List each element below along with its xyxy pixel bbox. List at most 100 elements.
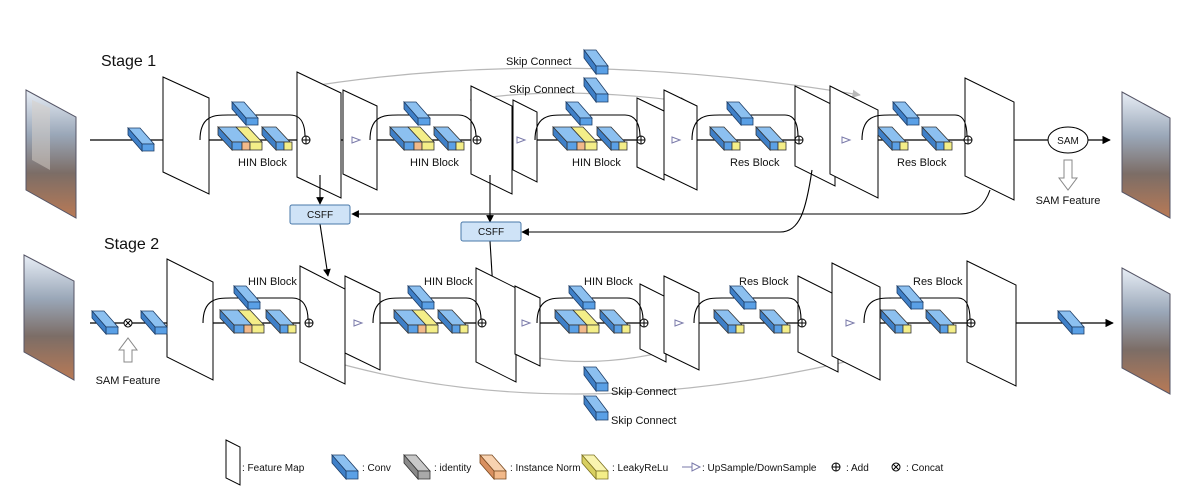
updown-arrow-icon [353, 319, 364, 327]
feature-map [829, 85, 879, 199]
hin-stack [393, 308, 469, 335]
stage-1-feature-maps [162, 71, 1015, 201]
skip-connection-s1-outer [299, 67, 861, 98]
sam-label: SAM [1057, 136, 1079, 147]
conv-icon [91, 309, 119, 336]
hin-block-label: HIN Block [572, 157, 621, 169]
hin-block-label: HIN Block [584, 276, 633, 288]
feature-map [797, 275, 839, 373]
hin-stack [219, 308, 297, 335]
feature-map [512, 99, 538, 183]
res-block-label: Res Block [739, 276, 789, 288]
feature-map [166, 258, 214, 381]
stage-1-title: Stage 1 [101, 53, 156, 70]
feature-map [470, 85, 513, 195]
legend-instance-norm: : Instance Norm [510, 463, 581, 474]
conv-icon [231, 100, 259, 127]
feature-map [639, 283, 667, 363]
circle-times-icon [123, 318, 133, 328]
street-photo-icon [1121, 267, 1171, 395]
circle-plus-icon [963, 135, 973, 145]
feature-map [831, 262, 881, 381]
conv-icon [140, 309, 168, 336]
circle-plus-icon [797, 318, 807, 328]
circle-plus-icon [831, 462, 841, 472]
stage-2-layer-stacks [219, 308, 957, 335]
updown-arrow-icon [845, 319, 856, 327]
legend-conv: : Conv [362, 463, 391, 474]
res-block-label: Res Block [897, 157, 947, 169]
feature-map-legend-icon [225, 439, 241, 486]
skip-connect-label: Skip Connect [506, 56, 571, 68]
hin-block-label: HIN Block [410, 157, 459, 169]
conv-icon [892, 100, 920, 127]
legend-leaky-relu: : LeakyReLu [612, 463, 668, 474]
conv-icon [583, 76, 609, 104]
stage-1-updown-arrows [351, 136, 852, 144]
legend-feature-map: : Feature Map [242, 463, 305, 474]
conv-icon [233, 284, 261, 311]
stage-2-feature-maps [166, 258, 1017, 387]
sam-module: SAM [1047, 126, 1089, 154]
res-stack [713, 308, 791, 335]
stage-2-add-nodes [123, 318, 976, 328]
identity-icon [403, 453, 431, 481]
conv-icon [407, 284, 435, 311]
res-block-label: Res Block [730, 157, 780, 169]
stage-1: HIN Block HIN Block HIN Block Res Block … [25, 48, 1171, 219]
circle-plus-icon [472, 135, 482, 145]
csff-label: CSFF [307, 210, 333, 221]
conv-icon [583, 365, 609, 393]
conv-icon [331, 453, 359, 481]
updown-arrow-icon [674, 319, 685, 327]
res-stack [877, 125, 953, 152]
conv-icon [127, 126, 155, 153]
feature-map [475, 267, 517, 383]
feature-map [966, 260, 1017, 387]
res-stack [880, 308, 957, 335]
stage-2-updown-arrows [353, 319, 856, 327]
hin-block-label: HIN Block [248, 276, 297, 288]
street-photo-icon [23, 254, 75, 381]
instance-norm-icon [479, 453, 507, 481]
hin-block-label: HIN Block [238, 157, 287, 169]
conv-icon [568, 284, 596, 311]
circle-plus-icon [301, 135, 311, 145]
circle-plus-icon [636, 135, 646, 145]
csff-module: CSFF [460, 221, 522, 242]
hin-stack [554, 308, 631, 335]
legend-add: : Add [846, 463, 869, 474]
circle-plus-icon [477, 318, 487, 328]
feature-map [299, 265, 346, 385]
circle-times-icon [891, 462, 901, 472]
skip-connect-label: Skip Connect [611, 386, 676, 398]
feature-map [162, 76, 210, 195]
stage-2-convs [91, 284, 1085, 422]
conv-icon [729, 284, 757, 311]
updown-arrow-icon [671, 136, 682, 144]
updown-arrow-icon [516, 136, 527, 144]
hin-stack [217, 125, 293, 152]
legend-concat: : Concat [906, 463, 943, 474]
stage-2: HIN Block HIN Block HIN Block Res Block … [23, 254, 1171, 427]
sam-feature-arrow [1058, 159, 1078, 191]
feature-map [296, 71, 342, 199]
res-stack [709, 125, 787, 152]
conv-icon [583, 394, 609, 422]
sam-feature-input-arrow [118, 337, 138, 363]
conv-icon [583, 48, 609, 76]
csff-label: CSFF [478, 227, 504, 238]
skip-connect-label: Skip Connect [611, 415, 676, 427]
stage-1-layer-stacks [217, 125, 953, 152]
conv-icon [726, 100, 754, 127]
skip-connection-s1-inner [469, 92, 689, 106]
feature-map [636, 97, 665, 181]
skip-connect-label: Skip Connect [509, 84, 574, 96]
circle-plus-icon [966, 318, 976, 328]
conv-icon [565, 100, 593, 127]
hin-stack [552, 125, 628, 152]
sam-feature-label: SAM Feature [96, 375, 161, 387]
stage-1-add-nodes [301, 135, 973, 145]
updown-arrow-icon [682, 462, 702, 472]
